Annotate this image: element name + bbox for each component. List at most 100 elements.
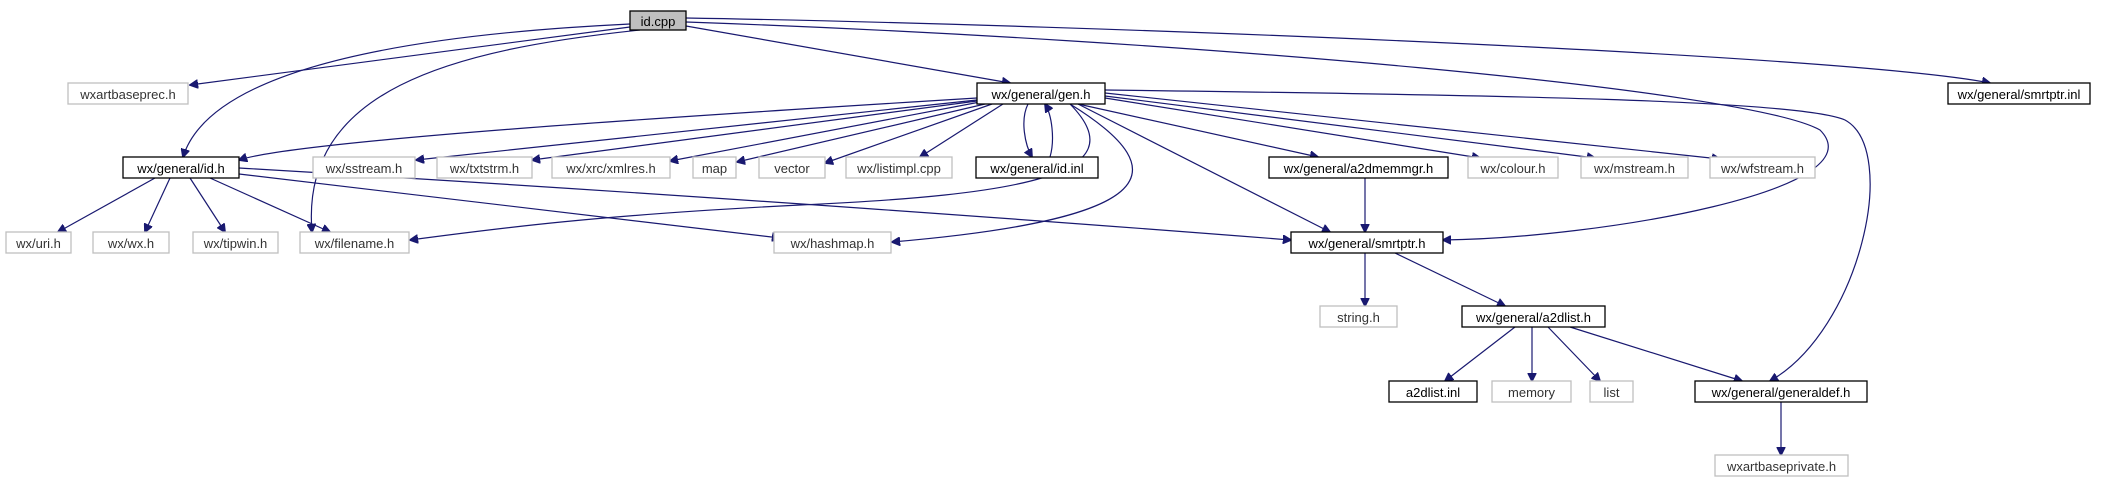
edge-id-cpp-to-smrtptr-h xyxy=(685,21,1829,240)
node-label: wx/xrc/xmlres.h xyxy=(565,161,656,176)
edge-id-cpp-to-wxartbaseprec-h xyxy=(190,26,631,85)
node-label: wx/wfstream.h xyxy=(1720,161,1804,176)
node-smrtptr-inl[interactable]: wx/general/smrtptr.inl xyxy=(1947,82,2091,105)
node-box xyxy=(1709,156,1816,179)
edge-id-h-to-tipwin-h xyxy=(189,177,225,232)
node-string-h: string.h xyxy=(1319,305,1398,328)
edge-gen-h-to-vector xyxy=(825,103,993,163)
node-a2dlist-inl[interactable]: a2dlist.inl xyxy=(1388,380,1478,403)
node-label: wx/filename.h xyxy=(314,236,394,251)
node-label: wx/general/id.h xyxy=(136,161,224,176)
node-colour-h: wx/colour.h xyxy=(1467,156,1559,179)
node-box xyxy=(1290,231,1444,254)
edge-gen-h-to-filename-h xyxy=(410,103,1091,240)
node-id-cpp[interactable]: id.cpp xyxy=(629,10,687,31)
nodes-layer: id.cpp wxartbaseprec.h wx/general/gen.h wx/… xyxy=(5,10,2091,477)
edge-id-h-to-hashmap-h xyxy=(238,173,780,238)
edge-id-cpp-to-gen-h xyxy=(685,25,1010,83)
node-xmlres-h: wx/xrc/xmlres.h xyxy=(551,156,671,179)
node-wfstream-h: wx/wfstream.h xyxy=(1709,156,1816,179)
edges-layer xyxy=(58,17,1990,455)
node-txtstrm-h: wx/txtstrm.h xyxy=(436,156,533,179)
edge-gen-h-to-mstream-h xyxy=(1104,95,1595,158)
edge-gen-h-to-wfstream-h xyxy=(1104,92,1720,159)
node-a2dmemmgr-h[interactable]: wx/general/a2dmemmgr.h xyxy=(1268,156,1449,179)
node-box xyxy=(1491,380,1572,403)
node-box xyxy=(976,82,1106,105)
node-box xyxy=(5,231,72,254)
edge-gen-h-to-colour-h xyxy=(1104,97,1480,158)
node-box xyxy=(67,82,189,105)
node-generaldef-h[interactable]: wx/general/generaldef.h xyxy=(1694,380,1868,403)
node-id-h[interactable]: wx/general/id.h xyxy=(122,156,240,179)
node-box xyxy=(551,156,671,179)
node-uri-h: wx/uri.h xyxy=(5,231,72,254)
node-smrtptr-h[interactable]: wx/general/smrtptr.h xyxy=(1290,231,1444,254)
node-box xyxy=(845,156,953,179)
node-label: wx/wx.h xyxy=(107,236,154,251)
node-label: wx/general/generaldef.h xyxy=(1711,385,1851,400)
edge-gen-h-to-a2dmemmgr-h xyxy=(1077,103,1318,157)
node-id-inl[interactable]: wx/general/id.inl xyxy=(975,156,1099,179)
edge-id-h-to-smrtptr-h xyxy=(238,167,1291,240)
edge-id-h-to-wx-h xyxy=(145,177,171,232)
node-a2dlist-h[interactable]: wx/general/a2dlist.h xyxy=(1461,305,1606,328)
node-label: wx/general/a2dmemmgr.h xyxy=(1283,161,1434,176)
edge-gen-h-to-map xyxy=(737,103,986,162)
node-label: a2dlist.inl xyxy=(1406,385,1460,400)
edge-gen-h-to-generaldef-h xyxy=(1104,89,1871,381)
node-box xyxy=(1467,156,1559,179)
edge-id-cpp-to-id-h xyxy=(183,23,631,157)
node-label: wx/mstream.h xyxy=(1593,161,1675,176)
node-wxartbaseprivate-h: wxartbaseprivate.h xyxy=(1714,454,1849,477)
node-box xyxy=(436,156,533,179)
edge-gen-h-to-listimpl-cpp xyxy=(920,103,1004,157)
node-box xyxy=(1268,156,1449,179)
node-box xyxy=(773,231,892,254)
node-box xyxy=(1694,380,1868,403)
node-box xyxy=(1580,156,1689,179)
node-label: wxartbaseprec.h xyxy=(79,87,175,102)
node-label: list xyxy=(1604,385,1620,400)
node-label: memory xyxy=(1508,385,1555,400)
node-memory: memory xyxy=(1491,380,1572,403)
node-label: id.cpp xyxy=(641,14,676,29)
node-box xyxy=(1714,454,1849,477)
node-box xyxy=(1388,380,1478,403)
node-label: wx/listimpl.cpp xyxy=(856,161,941,176)
edge-gen-h-to-id-inl xyxy=(1023,103,1032,157)
edge-a2dlist-h-to-generaldef-h xyxy=(1569,326,1742,381)
node-box xyxy=(975,156,1099,179)
node-vector: vector xyxy=(758,156,826,179)
node-label: wx/general/id.inl xyxy=(989,161,1083,176)
node-box xyxy=(692,156,737,179)
node-mstream-h: wx/mstream.h xyxy=(1580,156,1689,179)
node-gen-h[interactable]: wx/general/gen.h xyxy=(976,82,1106,105)
node-box xyxy=(629,10,687,31)
node-box xyxy=(1319,305,1398,328)
node-sstream-h: wx/sstream.h xyxy=(312,156,416,179)
node-listimpl-cpp: wx/listimpl.cpp xyxy=(845,156,953,179)
node-label: map xyxy=(702,161,727,176)
node-filename-h: wx/filename.h xyxy=(299,231,410,254)
node-box xyxy=(1947,82,2091,105)
node-box xyxy=(192,231,279,254)
node-label: wx/uri.h xyxy=(15,236,61,251)
node-wx-h: wx/wx.h xyxy=(92,231,170,254)
edge-smrtptr-h-to-a2dlist-h xyxy=(1394,252,1505,306)
node-label: vector xyxy=(774,161,810,176)
node-label: wx/general/gen.h xyxy=(990,87,1090,102)
edge-gen-h-to-txtstrm-h xyxy=(532,100,978,160)
node-box xyxy=(1461,305,1606,328)
edge-gen-h-to-sstream-h xyxy=(416,99,978,160)
node-box xyxy=(122,156,240,179)
edge-gen-h-to-id-h xyxy=(239,97,978,160)
node-list: list xyxy=(1589,380,1634,403)
node-label: wx/hashmap.h xyxy=(790,236,875,251)
edge-id-cpp-to-filename-h xyxy=(311,29,641,232)
edge-id-inl-to-gen-h xyxy=(1045,104,1052,158)
node-label: string.h xyxy=(1337,310,1380,325)
edge-id-h-to-uri-h xyxy=(58,177,156,232)
edge-gen-h-to-hashmap-h xyxy=(892,103,1134,242)
